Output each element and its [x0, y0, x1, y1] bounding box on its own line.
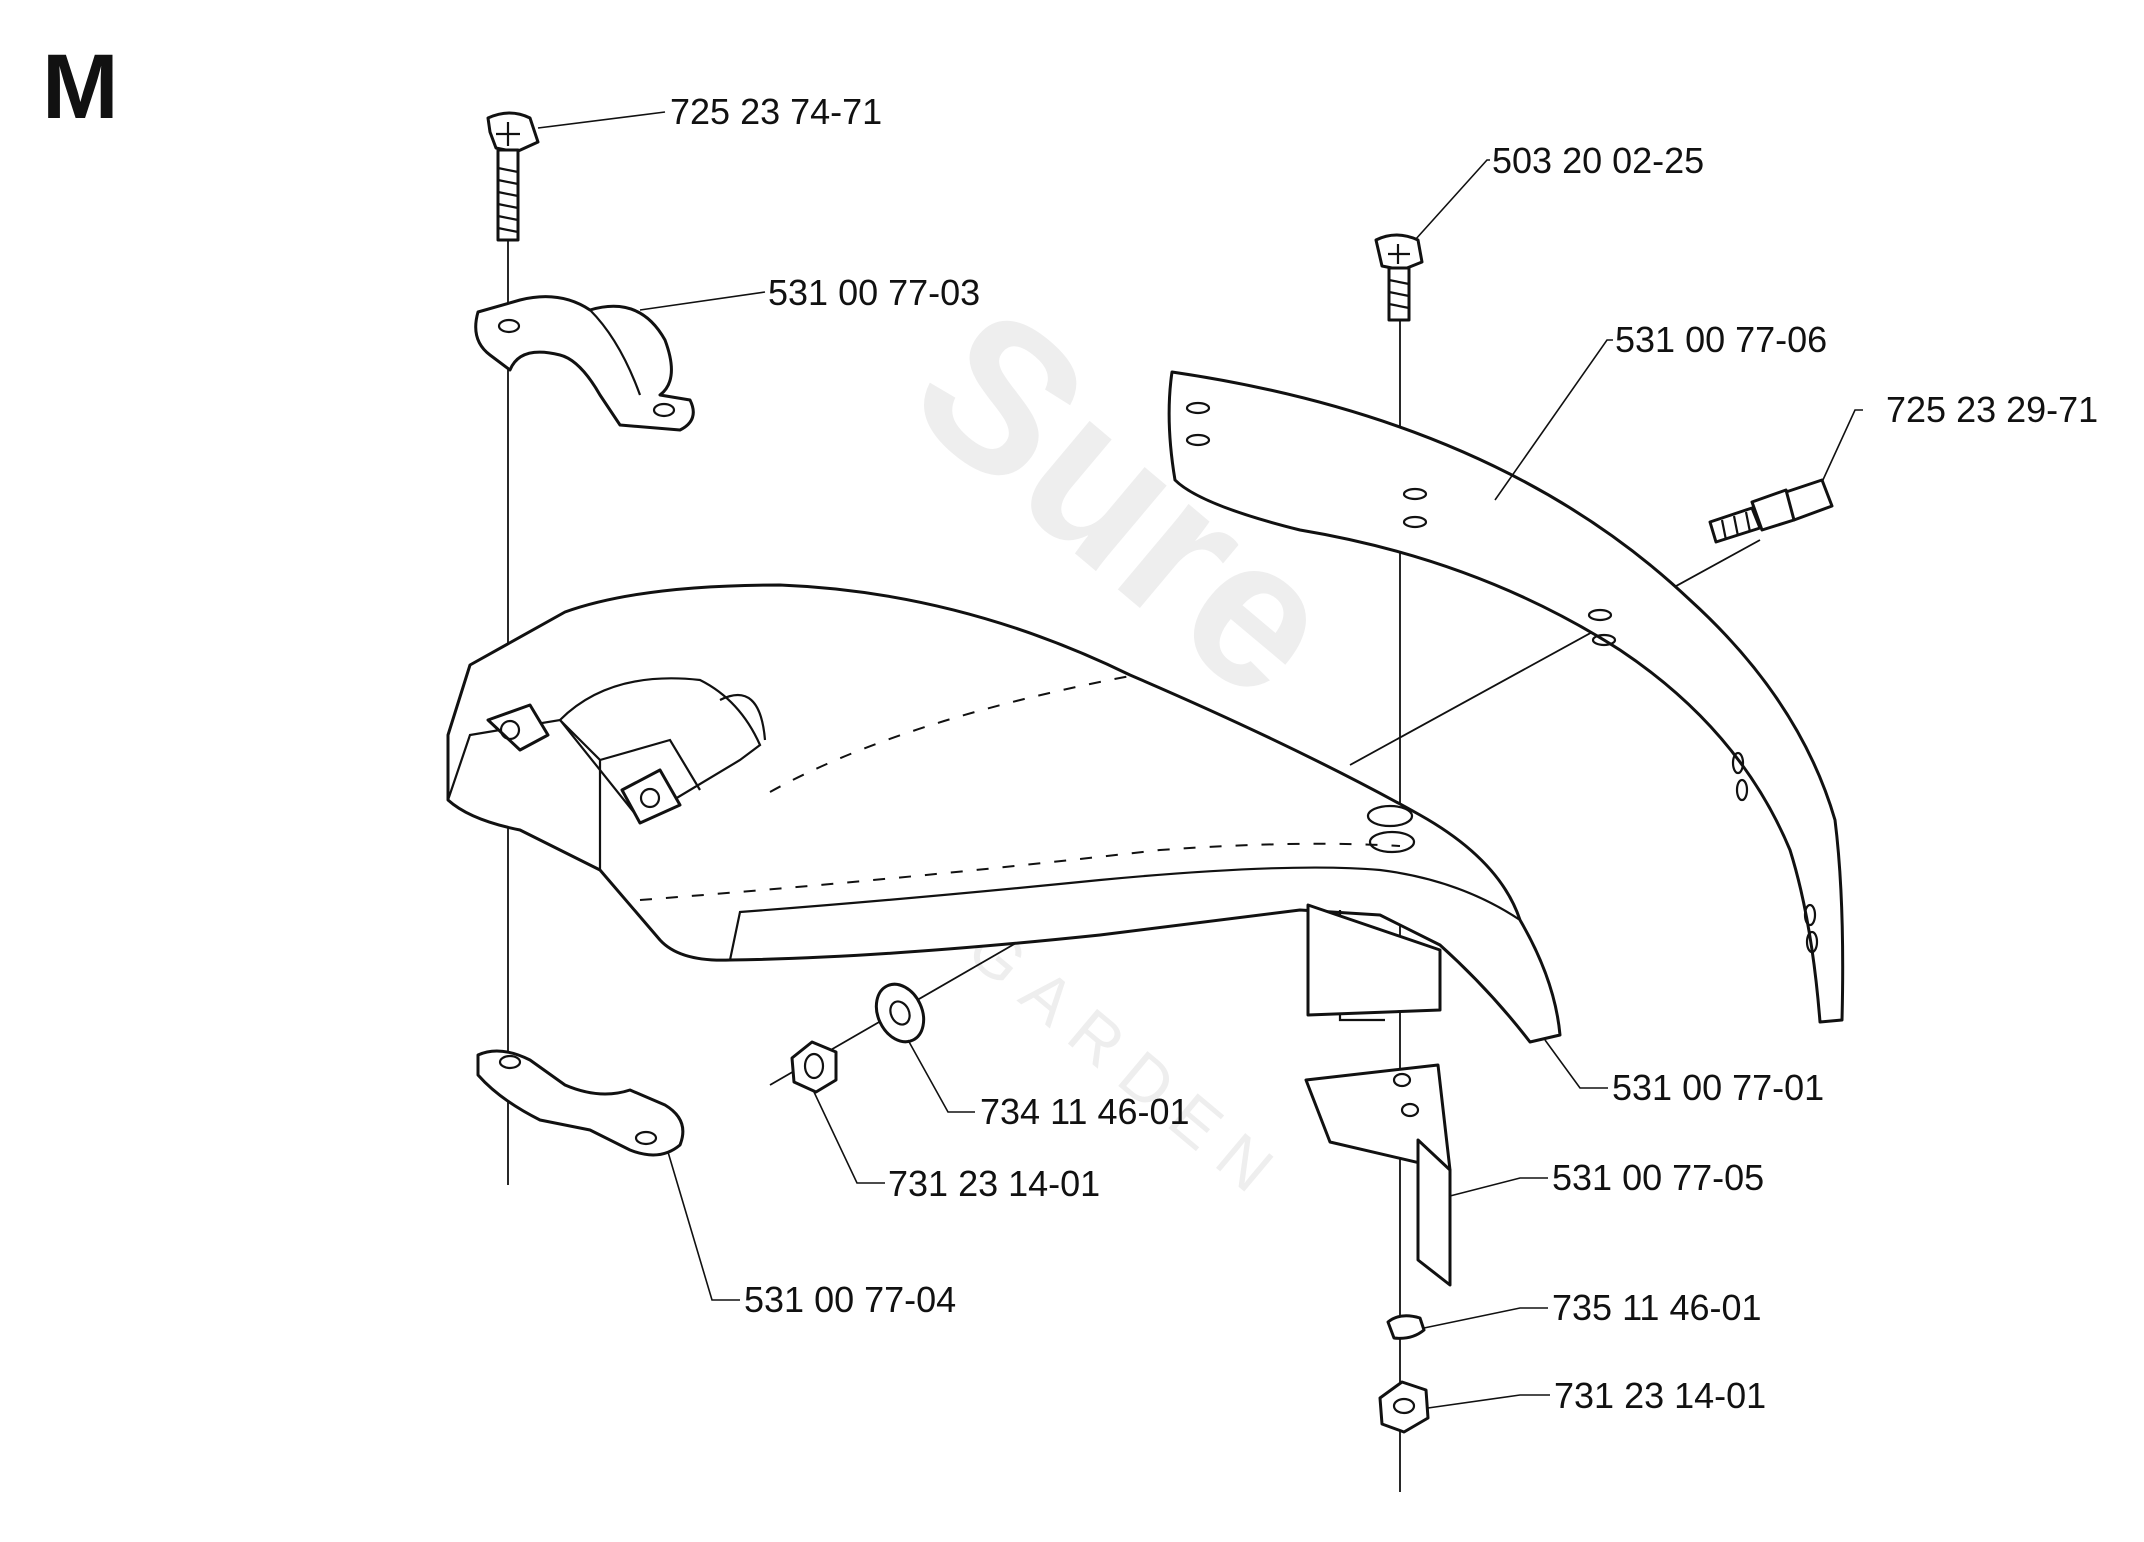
- label-washer: 734 11 46-01: [980, 1091, 1190, 1132]
- leader-clamp-upper: [639, 291, 766, 311]
- leader-screw-right: [1414, 159, 1490, 241]
- nut-right-icon: [1378, 1380, 1430, 1434]
- label-nut-right: 731 23 14-01: [1554, 1375, 1766, 1416]
- section-letter: M: [42, 36, 119, 138]
- leader-lines: [537, 111, 1863, 1409]
- label-clamp-upper: 531 00 77-03: [768, 272, 980, 313]
- leader-spring-washer: [1423, 1307, 1548, 1329]
- leader-guard-main: [1544, 1039, 1608, 1089]
- axis-bolt: [1349, 539, 1761, 766]
- label-nut-left: 731 23 14-01: [888, 1163, 1100, 1204]
- leader-washer: [907, 1039, 975, 1113]
- label-bracket: 531 00 77-05: [1552, 1157, 1764, 1198]
- leader-clamp-lower: [667, 1151, 740, 1301]
- washer-icon: [874, 982, 926, 1044]
- label-guard-main: 531 00 77-01: [1612, 1067, 1824, 1108]
- label-guard-extension: 531 00 77-06: [1615, 319, 1827, 360]
- leader-screw-left: [537, 111, 666, 129]
- leader-flange-bolt: [1821, 409, 1863, 483]
- clamp-upper-icon: [474, 295, 695, 432]
- leader-nut-right: [1427, 1394, 1550, 1409]
- screw-left-icon: [486, 111, 540, 242]
- leader-guard-extension: [1494, 339, 1613, 501]
- label-flange-bolt: 725 23 29-71: [1886, 389, 2098, 430]
- nut-left-icon: [790, 1040, 838, 1094]
- bracket-icon: [1304, 1063, 1452, 1287]
- screw-right-icon: [1374, 233, 1424, 322]
- leader-bracket: [1449, 1177, 1548, 1197]
- spring-washer-icon: [1386, 1314, 1426, 1340]
- leader-nut-left: [813, 1091, 885, 1184]
- clamp-lower-icon: [476, 1049, 685, 1157]
- label-screw-left: 725 23 74-71: [670, 91, 882, 132]
- guard-main-icon: [446, 583, 1562, 1044]
- label-screw-right: 503 20 02-25: [1492, 140, 1704, 181]
- label-spring-washer: 735 11 46-01: [1552, 1287, 1762, 1328]
- guard-extension-icon: [1167, 370, 1845, 1024]
- flange-bolt-icon: [1708, 478, 1834, 544]
- label-clamp-lower: 531 00 77-04: [744, 1279, 956, 1320]
